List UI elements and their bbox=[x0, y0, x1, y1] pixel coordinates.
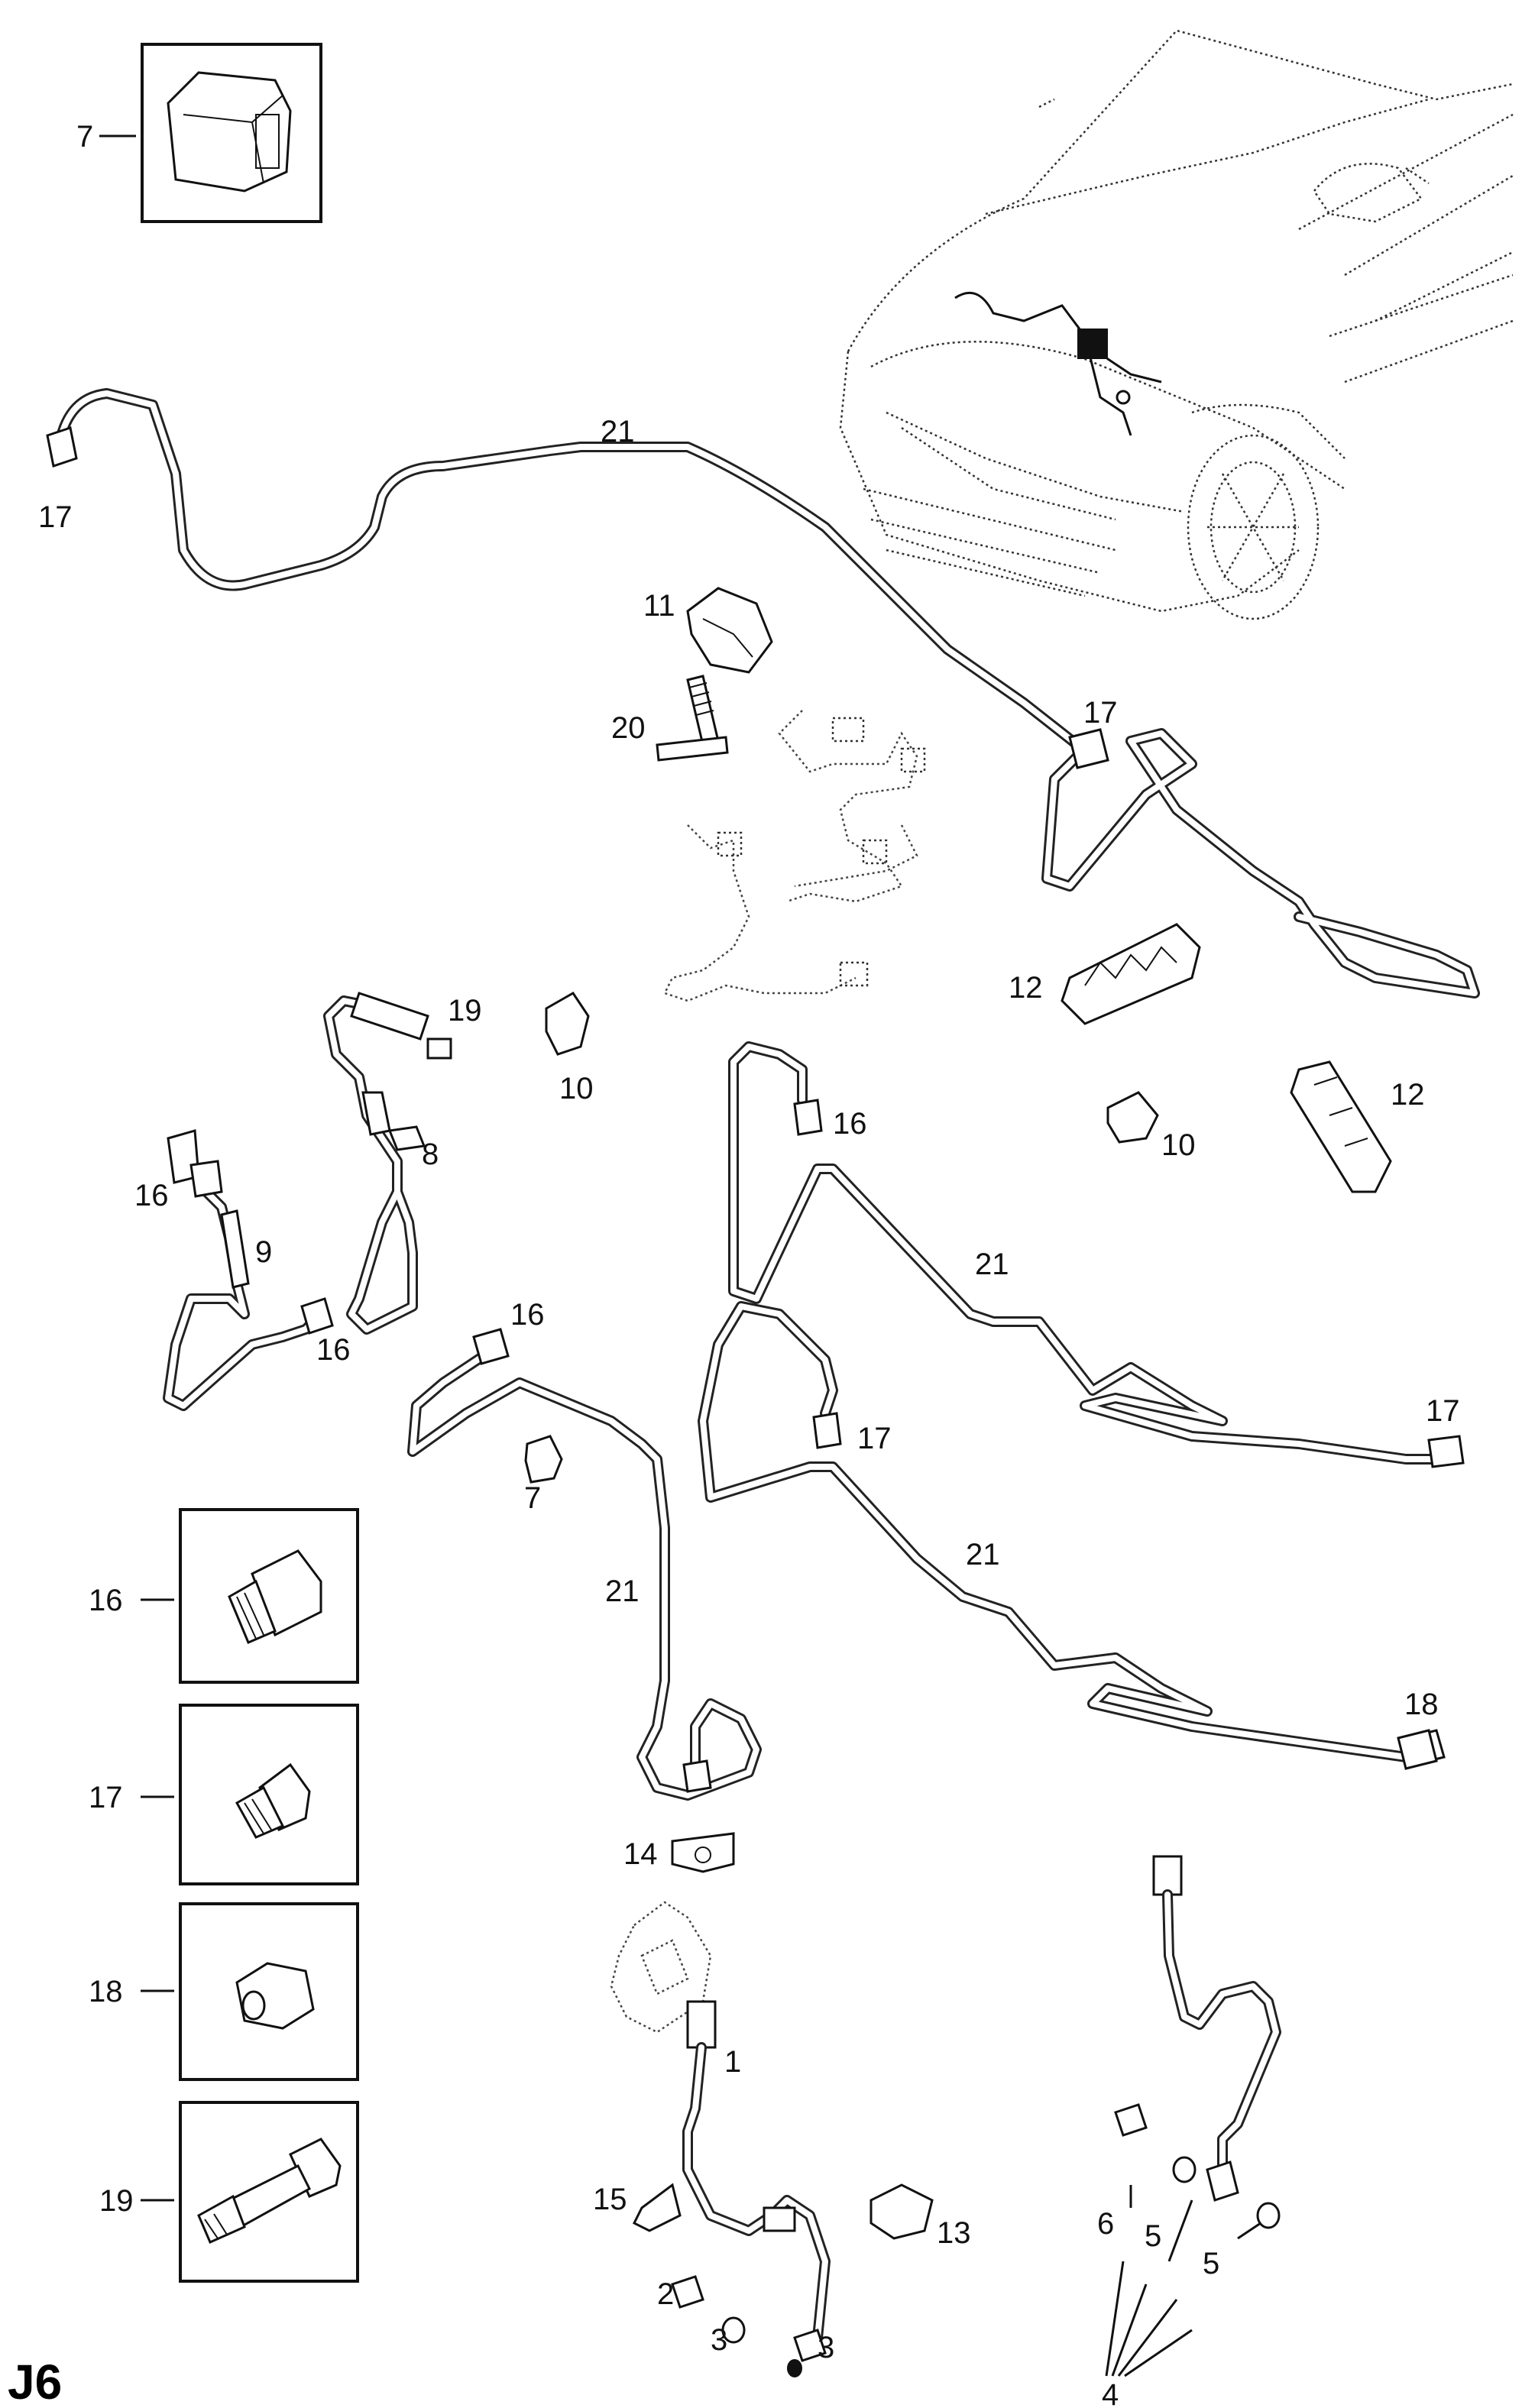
callout-20: 20 bbox=[611, 711, 646, 745]
callout-13: 13 bbox=[937, 2216, 971, 2250]
part-12-clip-b bbox=[1290, 1060, 1392, 1193]
callout-14: 14 bbox=[623, 1837, 658, 1871]
part-20-bolt bbox=[656, 675, 729, 762]
callout-7: 7 bbox=[524, 1481, 541, 1515]
callout-21: 21 bbox=[605, 1575, 640, 1608]
brake-pipe-21-top bbox=[46, 388, 1480, 998]
callout-5: 5 bbox=[1145, 2219, 1161, 2253]
brake-hose-front-left bbox=[610, 1901, 831, 2362]
callout-16: 16 bbox=[316, 1333, 351, 1367]
callout-2: 2 bbox=[657, 2277, 674, 2311]
ghost-pipes bbox=[663, 710, 926, 1002]
callout-12: 12 bbox=[1391, 1078, 1425, 1112]
part-11-clip bbox=[686, 587, 773, 674]
part-12-clip-a bbox=[1061, 923, 1201, 1025]
callout-18-box: 18 bbox=[89, 1975, 123, 2008]
callout-1: 1 bbox=[724, 2045, 741, 2079]
callout-3: 3 bbox=[818, 2331, 834, 2364]
callout-16: 16 bbox=[134, 1179, 169, 1212]
callout-15: 15 bbox=[593, 2183, 627, 2216]
part-7-sleeve bbox=[524, 1435, 563, 1484]
callout-21: 21 bbox=[975, 1248, 1009, 1281]
callout-19-box: 19 bbox=[99, 2184, 134, 2218]
vehicle-illustration bbox=[839, 29, 1514, 620]
brake-hose-front-right bbox=[1152, 1855, 1281, 2202]
brake-pipe-21-center bbox=[407, 1328, 762, 1801]
callout-11: 11 bbox=[643, 589, 675, 623]
detail-box-part-17: 17 bbox=[89, 1704, 359, 1885]
detail-box-part-19: 19 bbox=[99, 2101, 359, 2283]
part-13-bracket bbox=[869, 2183, 934, 2240]
callout-21: 21 bbox=[601, 415, 635, 448]
callout-3: 3 bbox=[711, 2323, 727, 2357]
brake-pipe-21-middle bbox=[728, 1041, 1465, 1468]
callout-16: 16 bbox=[510, 1298, 545, 1332]
detail-box-part-7: 7 bbox=[76, 43, 322, 223]
callout-17: 17 bbox=[38, 500, 73, 534]
callout-6: 6 bbox=[1097, 2207, 1114, 2241]
callout-8: 8 bbox=[422, 1138, 439, 1171]
part-2-bolt bbox=[671, 2275, 704, 2309]
brake-pipe-21-lower bbox=[698, 1301, 1446, 1766]
brake-pipe-9 bbox=[163, 1129, 334, 1411]
part-5-washers bbox=[1172, 2156, 1281, 2229]
callout-19: 19 bbox=[448, 994, 482, 1028]
part-15-clip bbox=[632, 2183, 682, 2232]
callout-5: 5 bbox=[1203, 2247, 1219, 2280]
callout-17: 17 bbox=[857, 1422, 892, 1455]
callout-21: 21 bbox=[966, 1538, 1000, 1571]
detail-box-part-18: 18 bbox=[89, 1902, 359, 2081]
callout-17: 17 bbox=[1426, 1394, 1460, 1428]
part-18-nut bbox=[1397, 1729, 1438, 1770]
callout-12: 12 bbox=[1009, 971, 1043, 1005]
callout-7-box: 7 bbox=[76, 120, 93, 154]
part-10-clip-a bbox=[545, 992, 590, 1056]
leaders-4-5-6 bbox=[1105, 2185, 1261, 2377]
part-3-washers bbox=[721, 2316, 802, 2377]
callout-16-box: 16 bbox=[89, 1584, 123, 1617]
callout-4: 4 bbox=[1102, 2378, 1119, 2408]
callout-17: 17 bbox=[1083, 696, 1118, 730]
callout-9: 9 bbox=[255, 1235, 272, 1269]
part-10-clip-b bbox=[1106, 1091, 1159, 1144]
brake-pipe-8 bbox=[323, 992, 452, 1335]
callout-16: 16 bbox=[833, 1107, 867, 1141]
part-14-clip bbox=[671, 1832, 735, 1873]
callout-18: 18 bbox=[1404, 1688, 1439, 1721]
callout-10: 10 bbox=[559, 1072, 594, 1105]
part-6-bolt bbox=[1114, 2103, 1148, 2137]
callout-10: 10 bbox=[1161, 1128, 1196, 1162]
callout-17-box: 17 bbox=[89, 1781, 123, 1814]
detail-box-part-16: 16 bbox=[89, 1508, 359, 1684]
page-code: J6 bbox=[8, 2355, 62, 2408]
